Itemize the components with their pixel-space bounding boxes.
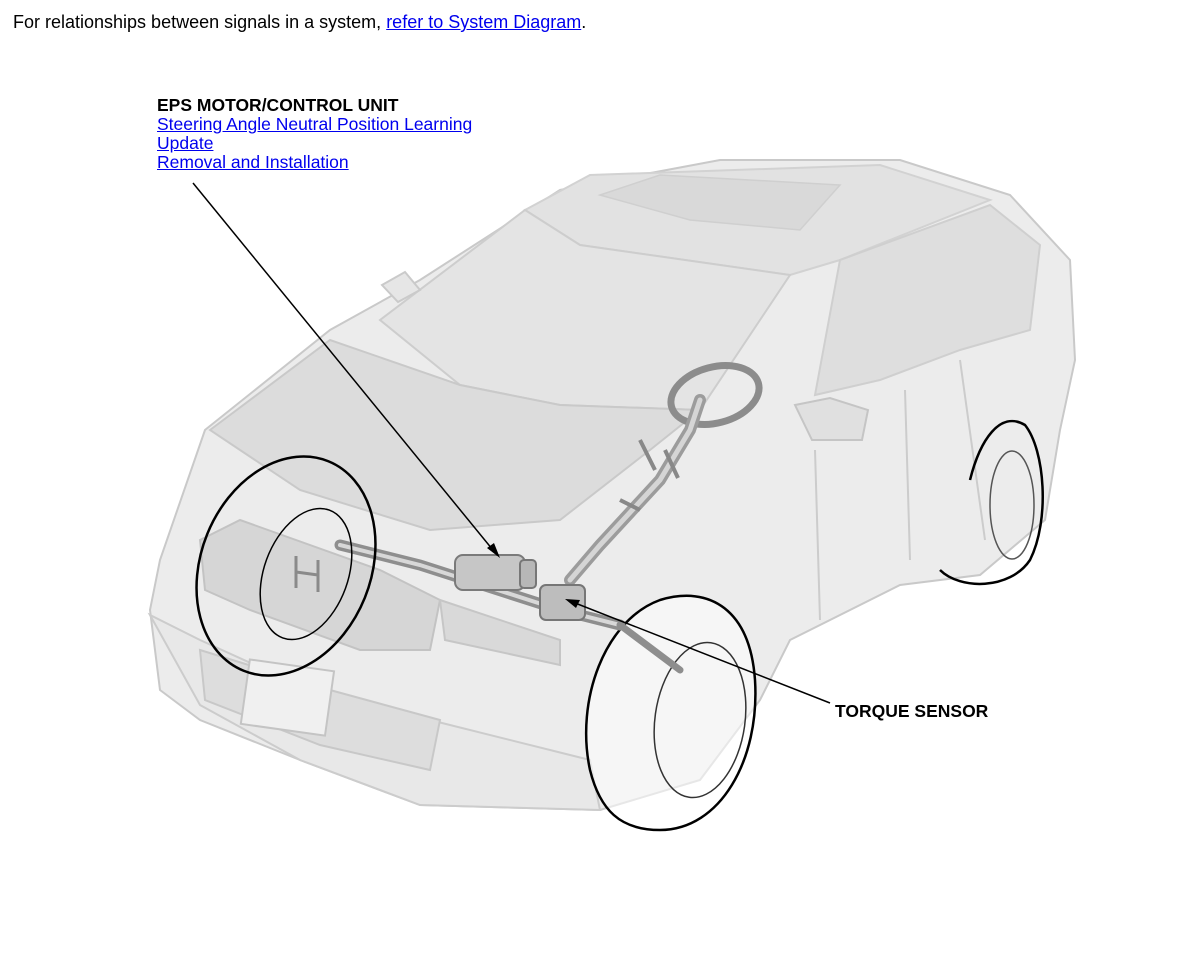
intro-period: . [581, 12, 587, 32]
car-grille [198, 518, 442, 651]
intro-sentence: For relationships between signals in a s… [13, 12, 586, 33]
steering-system [334, 362, 763, 674]
steering-gear-box [539, 584, 586, 621]
eps-leader-line [192, 182, 498, 556]
car-left-mirror [380, 270, 422, 304]
eps-motor-title: EPS MOTOR/CONTROL UNIT [157, 95, 399, 115]
emblem-highlight [195, 455, 377, 677]
car-hood [208, 338, 703, 532]
torque-leader-line [569, 600, 831, 704]
car-door-lines [814, 359, 986, 621]
rear-wheel [939, 419, 1044, 586]
torque-sensor-label: TORQUE SENSOR [835, 701, 989, 721]
torque-leader-arrow [565, 599, 580, 608]
car-headlight [438, 598, 561, 667]
removal-installation-link[interactable]: Removal and Installation [157, 152, 349, 172]
eps-motor-unit [454, 554, 526, 591]
license-plate [239, 658, 336, 737]
eps-leader-arrow [487, 543, 500, 558]
honda-emblem-icon [294, 556, 320, 592]
steering-wheel [667, 362, 763, 428]
eps-motor-callout: EPS MOTOR/CONTROL UNIT Steering Angle Ne… [157, 96, 472, 172]
system-diagram-link[interactable]: refer to System Diagram [386, 12, 582, 32]
leader-lines [192, 182, 831, 704]
update-link[interactable]: Update [157, 133, 214, 153]
car-side-windows [813, 203, 1042, 397]
intro-text: For relationships between signals in a s… [13, 12, 387, 32]
car-mirror [793, 396, 870, 441]
car-sunroof [597, 174, 842, 231]
steering-angle-learning-link[interactable]: Steering Angle Neutral Position Learning [157, 114, 473, 134]
